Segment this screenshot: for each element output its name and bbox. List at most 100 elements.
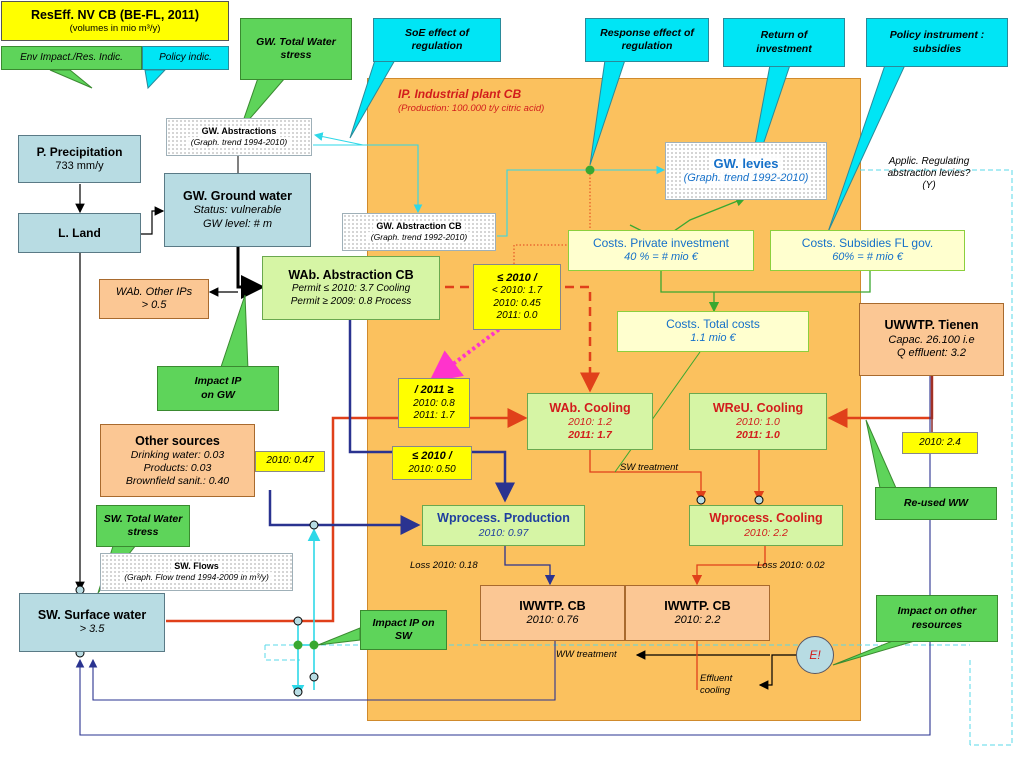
costs-subsidies-box: Costs. Subsidies FL gov. 60% = # mio €: [770, 230, 965, 271]
precipitation-value: 733 mm/y: [55, 159, 104, 172]
wprocess-prod-title: Wprocess. Production: [437, 511, 570, 526]
callout-policy-label: Policy instrument : subsidies: [889, 29, 985, 55]
callout-impact-gw: Impact IP on GW: [157, 366, 279, 411]
sw-flows-box[interactable]: SW. Flows (Graph. Flow trend 1994-2009 i…: [100, 553, 293, 591]
surface-water-title: SW. Surface water: [37, 608, 147, 623]
wreu-cooling-box: WReU. Cooling 2010: 1.0 2011: 1.0: [689, 393, 827, 450]
callout-sw-stress-label: SW. Total Water stress: [103, 512, 183, 538]
wab-cooling-title: WAb. Cooling: [549, 401, 631, 416]
gw-abstractions-box[interactable]: GW. Abstractions (Graph. trend 1994-2010…: [166, 118, 312, 156]
callout-reused: Re-used WW: [875, 487, 997, 520]
precipitation-box: P. Precipitation 733 mm/y: [18, 135, 141, 183]
land-box: L. Land: [18, 213, 141, 253]
label-2011-l2: 2011: 1.7: [413, 409, 455, 421]
label-047-text: 2010: 0.47: [266, 455, 314, 467]
wab-other-title: WAb. Other IPs: [115, 285, 193, 298]
callout-policy: Policy instrument : subsidies: [866, 18, 1008, 67]
legend-policy: Policy indic.: [142, 46, 229, 70]
other-sources-l3: Brownfield sanit.: 0.40: [125, 474, 230, 487]
sw-treatment-label: SW treatment: [620, 462, 679, 473]
title-box: ResEff. NV CB (BE-FL, 2011) (volumes in …: [1, 1, 229, 41]
wab-cooling-l1: 2010: 1.2: [568, 416, 612, 429]
wprocess-production-box: Wprocess. Production 2010: 0.97: [422, 505, 585, 546]
surface-water-value: > 3.5: [79, 623, 105, 636]
sw-flows-title: SW. Flows: [171, 561, 222, 573]
groundwater-level: GW level: # m: [202, 217, 273, 230]
iwwtp-cb-box-1: IWWTP. CB 2010: 0.76: [480, 585, 625, 641]
applic-line2: abstraction levies?: [887, 168, 971, 179]
wab-cooling-l2: 2011: 1.7: [568, 429, 612, 442]
costs-subsidies-title: Costs. Subsidies FL gov.: [801, 236, 934, 251]
callout-response-label: Response effect of regulation: [600, 26, 694, 52]
callout-response: Response effect of regulation: [585, 18, 709, 62]
callout-impact-gw-label: Impact IP on GW: [194, 375, 242, 401]
applic-note: Applic. Regulating abstraction levies? (…: [868, 156, 990, 192]
legend-policy-label: Policy indic.: [159, 51, 212, 63]
label-047: 2010: 0.47: [255, 451, 325, 472]
wprocess-cooling-box: Wprocess. Cooling 2010: 2.2: [689, 505, 843, 546]
uwwtp-box: UWWTP. Tienen Capac. 26.100 i.e Q efflue…: [859, 303, 1004, 376]
costs-total-box: Costs. Total costs 1.1 mio €: [617, 311, 809, 352]
wprocess-prod-value: 2010: 0.97: [478, 526, 529, 539]
gw-levies-box[interactable]: GW. levies (Graph. trend 1992-2010): [665, 142, 827, 200]
uwwtp-title: UWWTP. Tienen: [884, 318, 979, 333]
loss-production-label: Loss 2010: 0.18: [410, 560, 478, 571]
label-2010-head: ≤ 2010 /: [497, 272, 537, 285]
callout-return: Return of investment: [723, 18, 845, 67]
other-sources-l1: Drinking water: 0.03: [130, 448, 225, 461]
wab-other-value: > 0.5: [141, 299, 167, 311]
label-24-text: 2010: 2.4: [919, 436, 961, 448]
title-main: ResEff. NV CB (BE-FL, 2011): [30, 7, 200, 22]
costs-private-value: 40 % = # mio €: [624, 251, 698, 264]
label-2010-l1: < 2010: 1.7: [491, 285, 543, 297]
effluent-l2: cooling: [700, 684, 731, 696]
wprocess-cool-title: Wprocess. Cooling: [709, 511, 823, 526]
label-24: 2010: 2.4: [902, 432, 978, 454]
label-process: ≤ 2010 / 2010: 0.50: [392, 446, 472, 480]
title-sub: (volumes in mio m³/y): [69, 22, 161, 34]
other-sources-l2: Products: 0.03: [143, 461, 212, 474]
costs-private-box: Costs. Private investment 40 % = # mio €: [568, 230, 754, 271]
iwwtp2-value: 2010: 2.2: [674, 613, 721, 626]
applic-line1: Applic. Regulating: [888, 156, 970, 167]
plant-title: IP. Industrial plant CB: [398, 87, 522, 101]
gw-abstraction-cb-sub: (Graph. trend 1992-2010): [367, 232, 471, 243]
precipitation-title: P. Precipitation: [36, 144, 123, 159]
groundwater-box: GW. Ground water Status: vulnerable GW l…: [164, 173, 311, 247]
label-2010-l3: 2011: 0.0: [496, 309, 538, 321]
loss-cooling-label: Loss 2010: 0.02: [757, 560, 825, 571]
callout-impact-sw: Impact IP on SW: [360, 610, 447, 650]
gw-abstractions-title: GW. Abstractions: [198, 126, 280, 138]
iwwtp1-value: 2010: 0.76: [526, 613, 579, 626]
callout-gw-stress: GW. Total Water stress: [240, 18, 352, 80]
callout-return-label: Return of investment: [756, 29, 812, 55]
wreu-cooling-l2: 2011: 1.0: [736, 429, 780, 442]
callout-soe-label: SoE effect of regulation: [405, 26, 469, 52]
callout-gw-stress-label: GW. Total Water stress: [256, 35, 336, 61]
label-process-l1: 2010: 0.50: [408, 463, 456, 475]
effluent-cooling-label: Effluent cooling: [700, 673, 732, 697]
applic-line3: (Y): [922, 180, 936, 191]
wab-cb-line1: Permit ≤ 2010: 3.7 Cooling: [291, 283, 411, 295]
uwwtp-l1: Capac. 26.100 i.e: [888, 333, 975, 346]
costs-total-value: 1.1 mio €: [690, 332, 736, 345]
costs-subsidies-value: 60% = # mio €: [832, 251, 903, 264]
sw-flows-sub: (Graph. Flow trend 1994-2009 in m³/y): [121, 572, 272, 583]
label-process-head: ≤ 2010 /: [412, 450, 452, 463]
wab-abstraction-cb-box: WAb. Abstraction CB Permit ≤ 2010: 3.7 C…: [262, 256, 440, 320]
callout-sw-stress: SW. Total Water stress: [96, 505, 190, 547]
callout-impact-sw-label: Impact IP on SW: [372, 616, 435, 642]
gw-abstractions-sub: (Graph. trend 1994-2010): [187, 137, 291, 148]
wreu-cooling-l1: 2010: 1.0: [736, 416, 780, 429]
wab-cooling-box: WAb. Cooling 2010: 1.2 2011: 1.7: [527, 393, 653, 450]
iwwtp-cb-box-2: IWWTP. CB 2010: 2.2: [625, 585, 770, 641]
plant-subtitle: (Production: 100.000 t/y citric acid): [398, 103, 545, 114]
wab-cb-title: WAb. Abstraction CB: [288, 268, 414, 283]
callout-reused-label: Re-used WW: [903, 496, 969, 509]
gw-abstraction-cb-box[interactable]: GW. Abstraction CB (Graph. trend 1992-20…: [342, 213, 496, 251]
groundwater-status: Status: vulnerable: [193, 204, 282, 217]
groundwater-title: GW. Ground water: [182, 188, 293, 203]
wprocess-cool-value: 2010: 2.2: [744, 526, 788, 539]
label-2011: / 2011 ≥ 2010: 0.8 2011: 1.7: [398, 378, 470, 428]
legend-env: Env Impact./Res. Indic.: [1, 46, 142, 70]
